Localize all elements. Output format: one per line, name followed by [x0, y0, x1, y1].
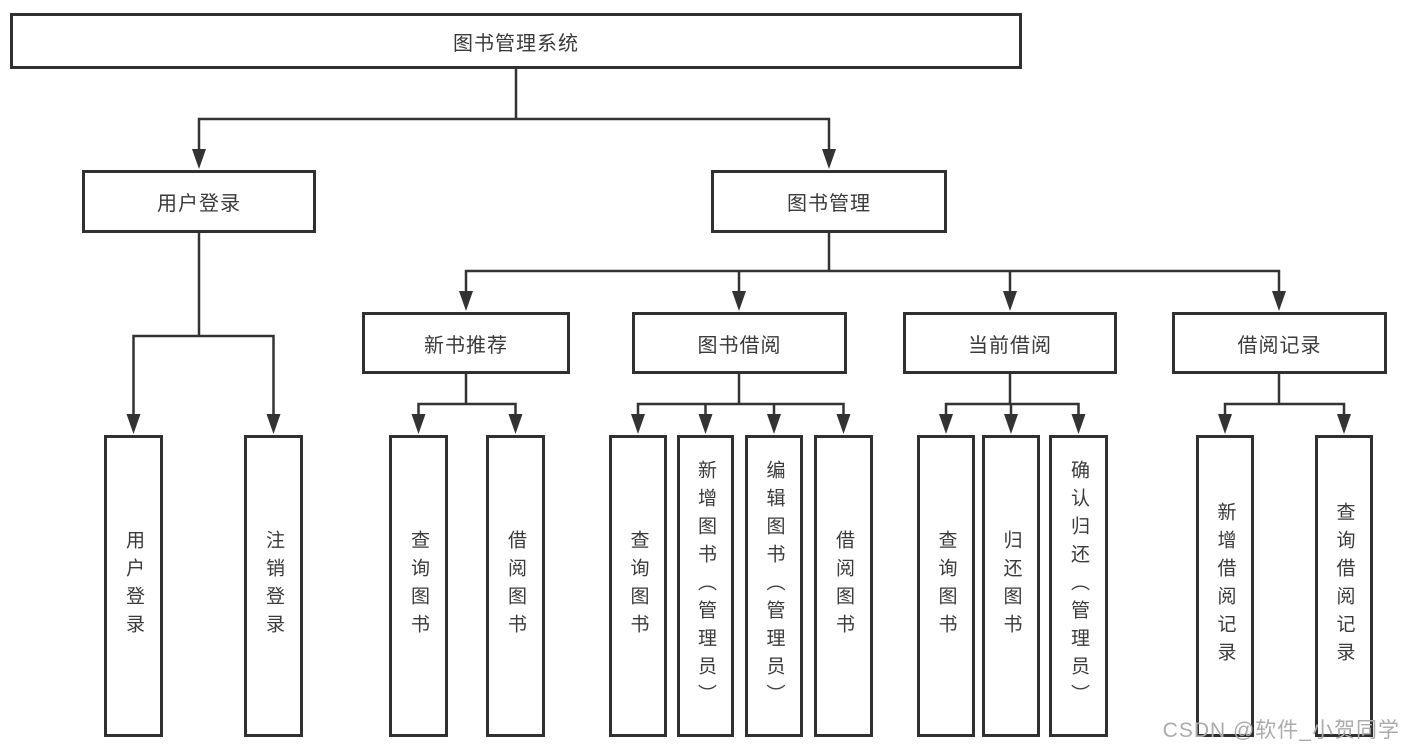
connector-userlogin-to-leaves — [132, 233, 275, 418]
node-book-management: 图书管理 — [711, 170, 947, 233]
leaf-query-books-1: 查询图书 — [389, 435, 448, 737]
node-current-borrowing: 当前借阅 — [903, 312, 1117, 374]
node-book-borrowing: 图书借阅 — [632, 312, 847, 374]
csdn-watermark: CSDN @软件_小贺同学 — [1162, 719, 1400, 742]
connector-root-to-level2 — [197, 69, 831, 153]
arrowhead — [698, 414, 713, 434]
connector-bookborrow-to-leaves — [636, 374, 845, 418]
leaf-borrow-books-2: 借阅图书 — [814, 435, 873, 737]
leaf-add-books-admin: 新增图书（管理员） — [677, 435, 734, 737]
leaf-query-books-2: 查询图书 — [609, 435, 667, 737]
arrowheads — [126, 149, 1351, 434]
node-user-login: 用户登录 — [82, 170, 316, 233]
arrowhead — [1003, 291, 1017, 311]
connector-currentborrow-to-leaves — [944, 374, 1080, 418]
node-root-library-management-system: 图书管理系统 — [10, 13, 1022, 69]
arrowhead — [767, 414, 781, 434]
arrowhead — [1071, 414, 1086, 434]
arrowhead — [508, 414, 523, 434]
leaf-logout: 注销登录 — [244, 435, 303, 737]
arrowhead — [939, 414, 953, 434]
connector-borrowrecords-to-leaves — [1223, 374, 1346, 418]
leaf-query-borrow-record: 查询借阅记录 — [1315, 435, 1373, 737]
arrowhead — [1272, 291, 1286, 311]
leaf-user-login: 用户登录 — [104, 435, 163, 737]
arrowhead — [631, 414, 645, 434]
arrowhead — [126, 414, 141, 434]
arrowhead — [732, 291, 746, 311]
arrowhead — [1004, 414, 1018, 434]
leaf-return-books: 归还图书 — [982, 435, 1040, 737]
leaf-confirm-return-admin: 确认归还（管理员） — [1049, 435, 1108, 737]
leaf-edit-books-admin: 编辑图书（管理员） — [745, 435, 803, 737]
arrowhead — [1218, 414, 1232, 434]
arrowhead — [1337, 414, 1351, 434]
arrowhead — [459, 291, 473, 311]
connector-newbookrec-to-leaves — [417, 374, 517, 418]
arrowhead — [836, 414, 851, 434]
leaf-borrow-books-1: 借阅图书 — [486, 435, 545, 737]
leaf-query-books-3: 查询图书 — [917, 435, 975, 737]
arrowhead — [266, 414, 281, 434]
node-borrowing-records: 借阅记录 — [1172, 312, 1387, 374]
arrowhead — [411, 414, 426, 434]
arrowhead — [822, 149, 836, 169]
leaf-add-borrow-record: 新增借阅记录 — [1196, 435, 1254, 737]
node-new-book-recommendation: 新书推荐 — [362, 312, 570, 374]
connector-bookmgmt-to-level3 — [464, 233, 1281, 295]
arrowhead — [192, 149, 206, 169]
